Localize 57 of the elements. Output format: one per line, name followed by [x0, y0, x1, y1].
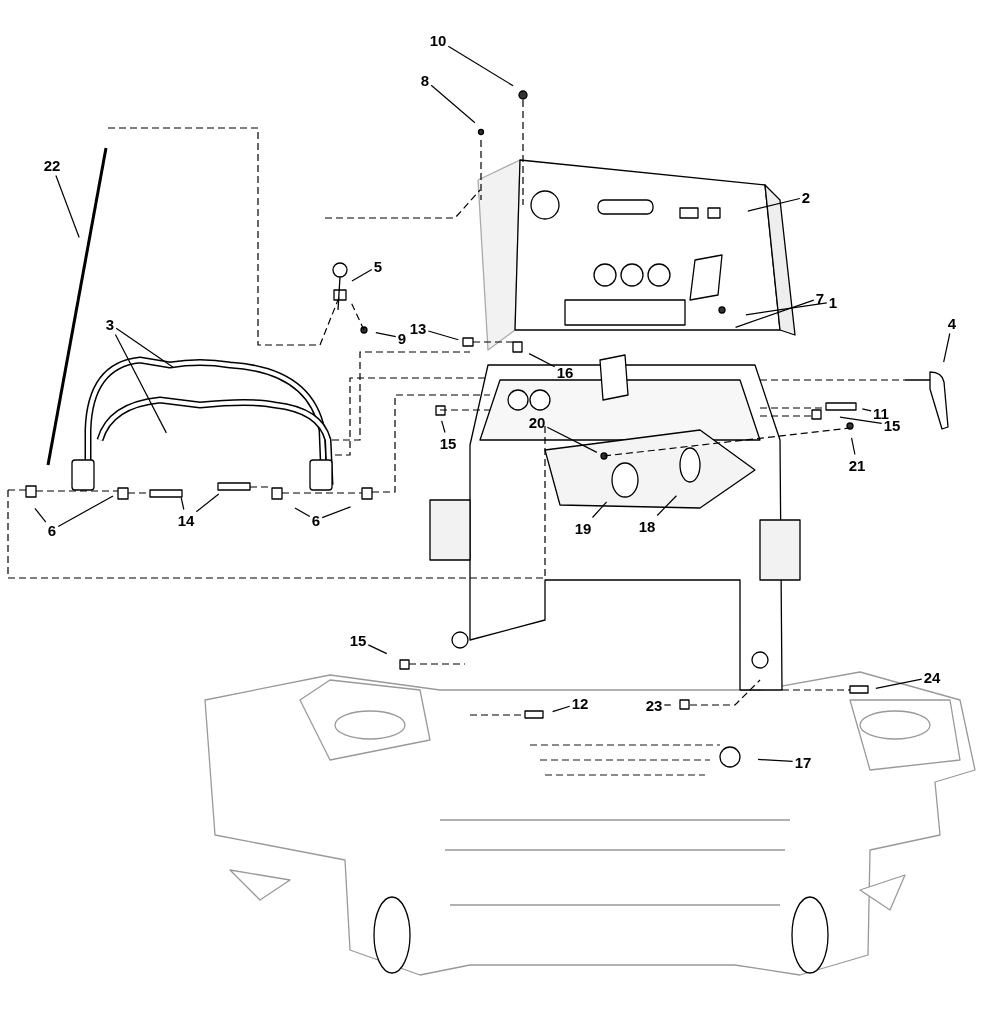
leader-line — [321, 506, 352, 519]
leader-line — [114, 333, 167, 434]
leader-line — [663, 704, 672, 706]
callout-number: 12 — [571, 694, 589, 712]
leader-line — [747, 197, 801, 212]
leader-line — [351, 269, 373, 282]
leader-line — [850, 437, 856, 456]
callout-number: 16 — [556, 363, 574, 381]
leader-line — [552, 705, 571, 713]
callout-number: 21 — [848, 456, 866, 474]
callout-number: 7 — [815, 289, 825, 307]
callout-number: 18 — [638, 517, 656, 535]
callout-number: 14 — [177, 511, 195, 529]
leader-line — [591, 501, 608, 519]
leader-line — [115, 327, 174, 369]
callout-number: 4 — [947, 314, 957, 332]
leader-line — [745, 302, 828, 316]
leader-line — [734, 299, 815, 328]
callout-number: 11 — [873, 404, 889, 422]
callout-number: 6 — [47, 521, 57, 539]
callout-number: 22 — [43, 156, 61, 174]
callout-number: 2 — [801, 188, 811, 206]
leader-line — [180, 497, 185, 511]
leader-line — [839, 416, 883, 424]
callout-number: 23 — [645, 696, 663, 714]
callout-number: 20 — [528, 413, 546, 431]
leader-line — [656, 495, 677, 517]
leader-line — [528, 353, 556, 368]
callout-number: 10 — [429, 31, 447, 49]
leader-line — [375, 332, 397, 338]
callout-number: 9 — [397, 329, 407, 347]
leader-line — [195, 493, 220, 513]
callout-number: 1 — [828, 293, 838, 311]
leader-line — [757, 758, 794, 762]
callout-number: 3 — [105, 315, 115, 333]
callout-number: 24 — [923, 668, 941, 686]
leader-line — [34, 507, 47, 523]
leader-line — [943, 332, 951, 363]
callout-number: 13 — [409, 319, 427, 337]
callout-number: 8 — [420, 71, 430, 89]
leader-line — [294, 507, 311, 518]
leader-line — [55, 174, 80, 239]
leader-line — [875, 678, 923, 689]
leader-line — [447, 45, 514, 87]
callout-number: 15 — [439, 434, 457, 452]
leader-line — [430, 84, 476, 124]
leader-line — [861, 408, 872, 412]
leader-line — [546, 426, 598, 453]
callout-number: 6 — [311, 511, 321, 529]
callout-number: 5 — [373, 257, 383, 275]
callout-number: 17 — [794, 753, 812, 771]
leader-line — [427, 330, 459, 341]
leader-line — [441, 420, 446, 434]
leader-line — [367, 644, 388, 655]
leader-line — [57, 495, 114, 528]
callout-number: 19 — [574, 519, 592, 537]
callout-number: 15 — [349, 631, 367, 649]
